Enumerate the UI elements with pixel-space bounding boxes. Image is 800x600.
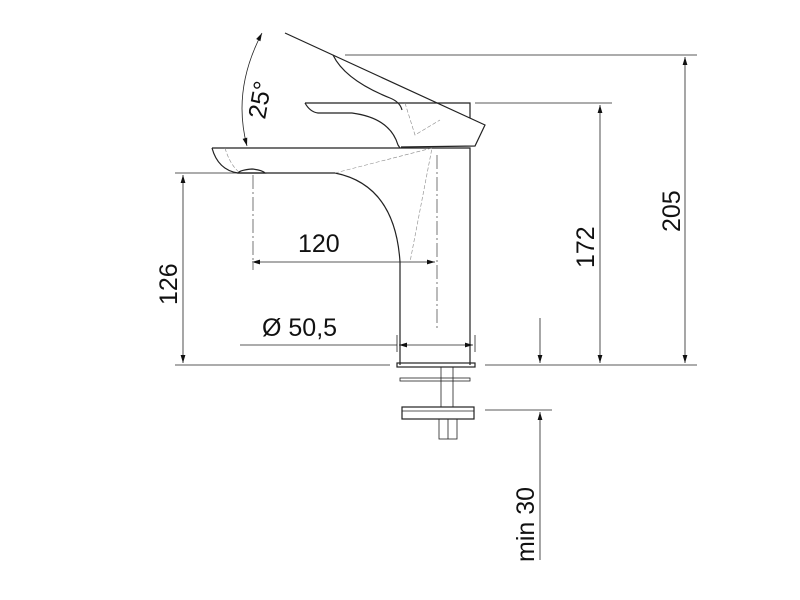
extension-lines xyxy=(175,54,697,411)
body-diameter-label: Ø 50,5 xyxy=(262,314,337,342)
spout-height-label: 126 xyxy=(155,263,183,305)
lever-height-label: 172 xyxy=(572,226,600,268)
lever-angle-label: 25° xyxy=(243,79,277,121)
min-clearance-label: min 30 xyxy=(512,487,540,562)
faucet-outline xyxy=(211,32,486,440)
dimension-lines xyxy=(180,32,688,560)
spout-reach-label: 120 xyxy=(298,230,340,258)
total-height-label: 205 xyxy=(658,190,686,232)
